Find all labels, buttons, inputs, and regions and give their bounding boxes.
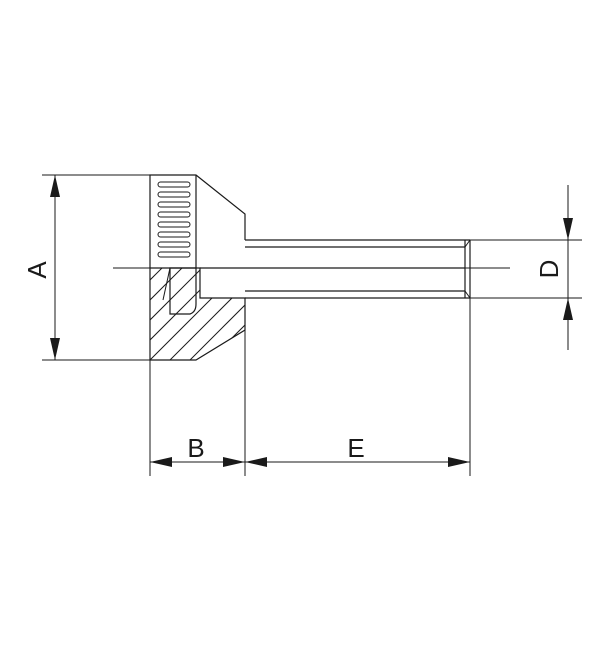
dimension-a-label: A bbox=[22, 261, 52, 279]
head-section-outline bbox=[149, 267, 246, 361]
threaded-shank bbox=[200, 239, 471, 299]
knob-head bbox=[149, 174, 246, 361]
dimension-b: B bbox=[149, 330, 246, 476]
knurling-pattern bbox=[157, 181, 191, 258]
dimension-e: E bbox=[245, 298, 471, 476]
dimension-e-label: E bbox=[347, 433, 364, 463]
dimension-d: D bbox=[470, 185, 582, 350]
section-hatching bbox=[150, 268, 245, 360]
dimension-d-label: D bbox=[534, 260, 564, 279]
dimension-a: A bbox=[22, 174, 150, 361]
dimension-b-label: B bbox=[187, 433, 204, 463]
inner-screw-head bbox=[169, 267, 197, 315]
